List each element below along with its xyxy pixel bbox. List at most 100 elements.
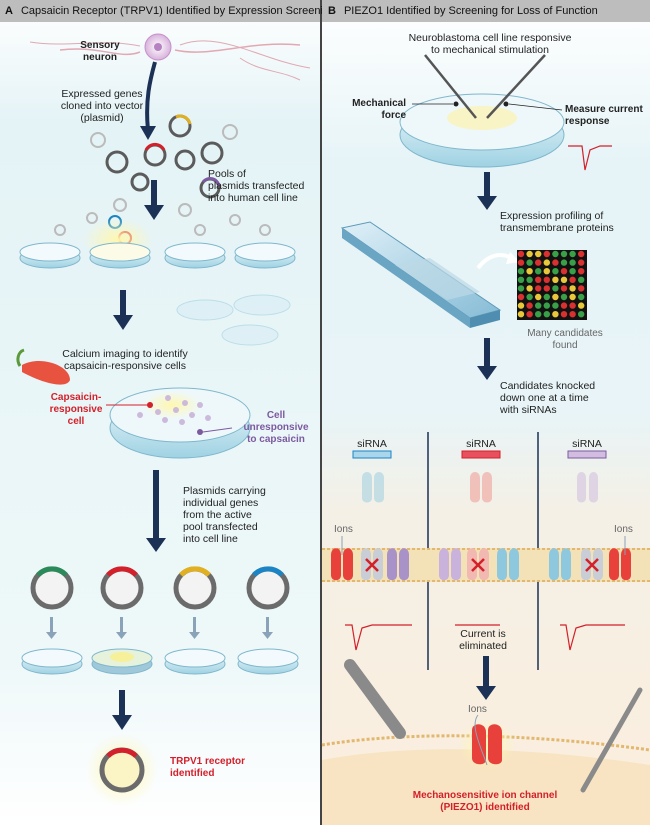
panel-a-letter: A [5,5,13,17]
grid-spot [517,285,525,292]
grid-spot [578,276,585,283]
sirna-bar-purple [567,450,607,459]
force-probe-bottom [344,659,406,739]
current-trace-1 [345,624,412,651]
channel-subunit [361,548,371,581]
grid-spot [535,285,542,292]
culture-dishes-row [19,218,296,269]
grid-spot [560,276,568,283]
grid-spot [552,302,559,309]
sensory-neuron-icon [29,33,311,81]
current-trace-3 [560,624,625,651]
grid-spot [517,293,525,301]
grid-spot [578,250,585,258]
sirna-label-2: siRNA [466,438,496,450]
grid-spot [526,259,533,266]
ions-label-right: Ions [614,524,633,535]
ions-label-left: Ions [334,524,353,535]
grid-spot [552,250,559,258]
channel-subunit [387,548,397,581]
calcium-label: Calcium imaging to identify capsaicin-re… [62,348,188,372]
probe-dot [503,101,509,107]
arrow-final [483,656,489,686]
unresponsive-cell-label: Cell unresponsive to capsaicin [243,410,309,445]
neuroblastoma-label: Neuroblastoma cell line responsive to me… [408,32,572,56]
grid-spot [569,259,576,266]
chili-pepper-icon [16,348,70,385]
grid-spot [552,285,559,292]
grid-spot [543,276,550,283]
channel-subunit [621,548,631,581]
individual-plasmids [30,566,290,610]
probe-dot [453,101,459,107]
arrow-calcium [120,290,126,315]
grid-spot [578,268,585,275]
channel-subunit [479,548,489,581]
grid-spot [526,250,533,258]
knockdown-label: Candidates knocked down one at a time wi… [500,380,596,416]
sirna-label-1: siRNA [357,438,387,450]
grid-spot [569,250,576,258]
panel-b-title: PIEZO1 Identified by Screening for Loss … [343,5,598,17]
panel-b-header: B PIEZO1 Identified by Screening for Loss… [322,0,650,22]
mechanical-force-label: Mechanical force [352,98,406,121]
channel-subunit [509,548,519,581]
zoom-arrow-head [506,252,520,264]
grid-spot [543,302,550,309]
faded-channel-icons [362,472,598,503]
knockout-x-icon [471,558,485,572]
plasmids-carrying-label: Plasmids carrying individual genes from … [183,485,266,545]
arrow-head [476,686,496,700]
grid-spot [552,311,559,318]
piezo1-channel-icon [459,719,515,771]
panel-b-letter: B [328,5,336,17]
grid-spot [543,259,550,266]
grid-spot [560,259,568,266]
record-probe-bottom [580,687,643,793]
sirna-bar-blue [352,450,392,459]
grid-spot [517,302,525,309]
sirna-bar-red [461,450,501,459]
grid-spot [543,250,550,258]
capsaicin-cell-label: Capsaicin- responsive cell [49,392,103,427]
grid-spot [578,285,585,292]
grid-spot [543,293,550,301]
grid-spot [526,293,533,301]
plasmid-pool-icon [90,114,238,217]
arrow-expression [484,172,490,196]
arrow-head [477,366,497,380]
grid-spot [517,276,525,283]
measure-current-label: Measure current response [565,104,643,127]
grid-spot [560,250,568,258]
channel-subunit [581,548,591,581]
sirna-label-3: siRNA [572,438,602,450]
channel-subunit [609,548,619,581]
grid-spot [552,268,559,275]
grid-spot [535,250,542,258]
faded-dishes [176,294,291,346]
grid-spot [543,285,550,292]
arrow-head [477,196,497,210]
grid-spot [517,311,525,318]
channel-subunit [497,548,507,581]
ion-flow-arrow [474,714,488,766]
current-eliminated-label: Current is eliminated [459,628,507,652]
grid-spot [569,285,576,292]
panel-a-header: A Capsaicin Receptor (TRPV1) Identified b… [0,0,335,22]
neuroblastoma-dish [399,93,565,168]
ions-label-bottom: Ions [468,704,487,715]
channel-subunit [561,548,571,581]
grid-spot [560,285,568,292]
channel-subunit [549,548,559,581]
grid-spot [578,293,585,301]
grid-spot [569,268,576,275]
recording-probe [486,54,546,119]
grid-spot [526,268,533,275]
unresponsive-cell-leader [202,427,233,433]
panel-a-title: Capsaicin Receptor (TRPV1) Identified by… [20,5,336,17]
arrow-knockdown [484,338,490,366]
grid-spot [569,311,576,318]
grid-spot [578,302,585,309]
expression-profiling-label: Expression profiling of transmembrane pr… [500,210,614,234]
grid-spot [569,276,576,283]
